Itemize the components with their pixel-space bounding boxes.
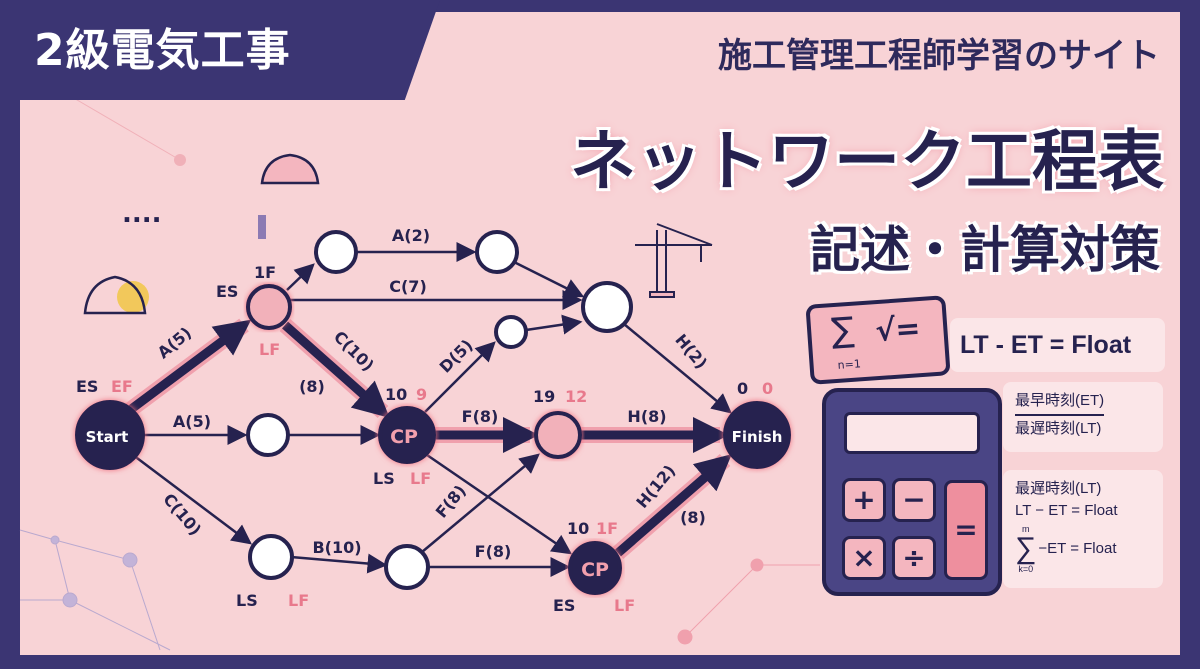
- node-labels: ES EF ES 1F LF 10 9 LS LF 19 12 0 0 LS L…: [76, 263, 773, 615]
- sum-text: −ET = Float: [1038, 540, 1117, 557]
- sigma-index: n=1: [837, 357, 862, 372]
- plus-key: +: [842, 478, 886, 522]
- times-key: ×: [842, 536, 886, 580]
- decor-network: [19, 89, 186, 651]
- finish-label: Finish: [732, 428, 783, 446]
- node-1: [246, 284, 292, 330]
- node-cp1: [378, 406, 436, 464]
- edge-c10-critical: [282, 321, 390, 418]
- node-2: [314, 230, 358, 274]
- edge-label: H(8): [627, 407, 666, 426]
- edge-h12-critical: [615, 454, 732, 557]
- edge-label: C(7): [389, 277, 427, 296]
- minus-key: −: [892, 478, 936, 522]
- decor-dots: ....: [122, 199, 162, 229]
- divide-key: ÷: [892, 536, 936, 580]
- cp1-label: CP: [390, 426, 418, 448]
- calculator-icon: + − × ÷ =: [822, 388, 1002, 596]
- crane-icon: [635, 223, 713, 298]
- page-subtitle: 記述・計算対策: [810, 221, 1160, 279]
- node-label: 1F: [254, 263, 276, 282]
- sum-icon: ∑: [1015, 532, 1037, 565]
- node-label: ES: [76, 377, 98, 396]
- formula-line-2: LT − ET = Float: [1015, 502, 1118, 519]
- edge-label: H(2): [671, 330, 711, 372]
- edges: [125, 242, 732, 577]
- node-finish: [723, 401, 791, 469]
- cp2-label: CP: [581, 559, 609, 581]
- node-small: [494, 315, 528, 349]
- hardhat-icon: [83, 275, 149, 315]
- node-cp2: [568, 541, 622, 595]
- node-mid: [534, 411, 582, 459]
- sum-top: m: [1021, 524, 1030, 534]
- node-label: 10: [567, 519, 589, 538]
- edge-labels: A(5) A(2) C(7) C(10) (8) D(5) H(2) A(5) …: [154, 226, 711, 561]
- node-label: 1F: [596, 519, 618, 538]
- start-label: Start: [86, 428, 129, 446]
- edge-a5-critical: [127, 319, 252, 414]
- node-3: [475, 230, 519, 274]
- calculator-screen: [844, 412, 980, 454]
- node-label: 12: [565, 387, 587, 406]
- sigma-icon: ∑: [829, 309, 856, 352]
- node-merge: [581, 281, 633, 333]
- node-label: LS: [236, 591, 258, 610]
- category-badge: 2級電気工事: [0, 0, 440, 100]
- formula-bubble: ∑ √= n=1: [805, 295, 951, 385]
- node-label: LS: [373, 469, 395, 488]
- decor-line-right: [677, 558, 820, 645]
- node-label: LF: [614, 596, 635, 615]
- formula-box: 最遅時刻(LT) LT − ET = Float m∑k=0 −ET = Flo…: [1003, 470, 1163, 588]
- fraction-box: 最早時刻(ET) 最遅時刻(LT): [1003, 382, 1163, 452]
- node-label: 0: [737, 379, 748, 398]
- fraction-numerator: 最早時刻(ET): [1015, 388, 1105, 416]
- node-label: LF: [288, 591, 309, 610]
- node-4: [246, 413, 290, 457]
- node-label: ES: [553, 596, 575, 615]
- node-start: [75, 400, 145, 470]
- node-label: 10: [385, 385, 407, 404]
- node-label: 9: [416, 385, 427, 404]
- node-label: 19: [533, 387, 555, 406]
- root-icon: √=: [874, 311, 922, 350]
- site-subtitle: 施工管理工程師学習のサイト: [718, 36, 1160, 76]
- node-5: [248, 534, 294, 580]
- node-label: LF: [410, 469, 431, 488]
- node-label: EF: [111, 377, 133, 396]
- page-title: ネットワーク工程表: [570, 123, 1164, 200]
- edge-label: F(8): [462, 407, 499, 426]
- edge-label: B(10): [312, 538, 361, 557]
- edge-label: F(8): [475, 542, 512, 561]
- float-formula: LT - ET = Float: [950, 318, 1165, 372]
- edge-label: A(2): [392, 226, 430, 245]
- edge-label: C(10): [159, 490, 205, 539]
- node-label: ES: [216, 282, 238, 301]
- node-label: LF: [259, 340, 280, 359]
- node-label: 0: [762, 379, 773, 398]
- equals-key: =: [944, 480, 988, 580]
- fraction-denominator: 最遅時刻(LT): [1015, 420, 1102, 437]
- badge-text: 2級電気工事: [34, 25, 291, 76]
- formula-line-1: 最遅時刻(LT): [1015, 480, 1102, 497]
- edge-label: D(5): [436, 336, 477, 377]
- edge-label: (8): [299, 377, 325, 396]
- edge-label: A(5): [173, 412, 211, 431]
- worker-helmet-icon: [258, 153, 320, 239]
- sum-bottom: k=0: [1018, 564, 1034, 574]
- node-6: [384, 544, 430, 590]
- edge-label: (8): [680, 508, 706, 527]
- sum-formula: m∑k=0 −ET = Float: [1015, 524, 1151, 574]
